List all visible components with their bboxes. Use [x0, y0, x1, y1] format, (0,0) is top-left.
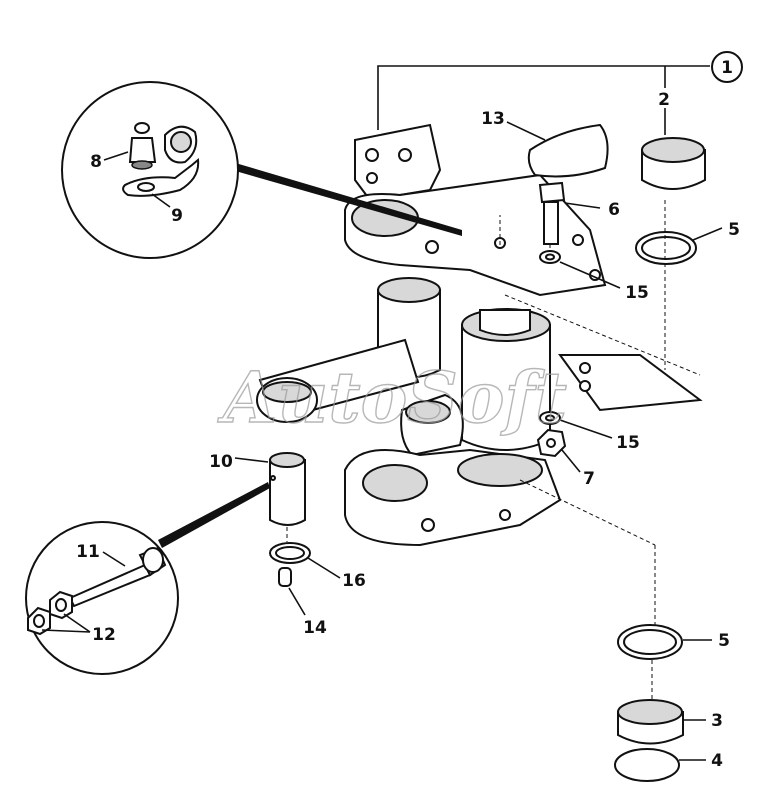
part-15-washer-upper — [539, 250, 561, 264]
svg-text:1: 1 — [721, 58, 733, 78]
part-4-disc — [614, 748, 680, 782]
part-6-bolt — [538, 181, 566, 245]
part-3-bushing — [617, 699, 684, 745]
part-8-grease-nipple — [128, 122, 157, 170]
callout-10: 10 — [209, 452, 233, 472]
part-7-nut — [536, 428, 567, 458]
assembly-bracket — [377, 65, 710, 130]
leader-lines — [41, 108, 723, 761]
part-11-bolt — [68, 546, 167, 608]
callout-1: 1 — [711, 51, 743, 83]
callout-3: 3 — [711, 711, 723, 731]
part-14-dowel — [278, 567, 292, 587]
callout-8: 8 — [90, 152, 102, 172]
part-16-circlip — [269, 542, 311, 564]
part-2-bushing — [641, 137, 706, 190]
callout-15-upper: 15 — [625, 283, 649, 303]
watermark-text: AutoSoft — [217, 356, 567, 439]
part-13-cap — [527, 123, 609, 178]
detail-circle-fitting — [61, 81, 462, 259]
callout-5-lower: 5 — [718, 631, 730, 651]
part-5-seal-lower — [617, 624, 683, 660]
part-8-elbow — [164, 125, 198, 164]
callout-6: 6 — [608, 200, 620, 220]
part-15-washer-lower — [539, 411, 561, 425]
callout-2: 2 — [658, 90, 670, 110]
callout-14: 14 — [303, 618, 327, 638]
callout-9: 9 — [171, 206, 183, 226]
callout-15-lower: 15 — [616, 433, 640, 453]
callout-11: 11 — [76, 542, 100, 562]
part-12-nuts — [27, 590, 73, 636]
callout-7: 7 — [583, 469, 595, 489]
callout-16: 16 — [342, 571, 366, 591]
knuckle-housing — [256, 123, 703, 547]
callout-12: 12 — [92, 625, 116, 645]
callout-4: 4 — [711, 751, 723, 771]
callout-5-upper: 5 — [728, 220, 740, 240]
part-9-washer — [122, 158, 200, 197]
part-10-pin — [269, 452, 306, 526]
detail-circle-bolt — [25, 482, 270, 675]
part-5-seal-upper — [635, 231, 697, 265]
callout-13: 13 — [481, 109, 505, 129]
alignment-lines — [286, 200, 701, 700]
